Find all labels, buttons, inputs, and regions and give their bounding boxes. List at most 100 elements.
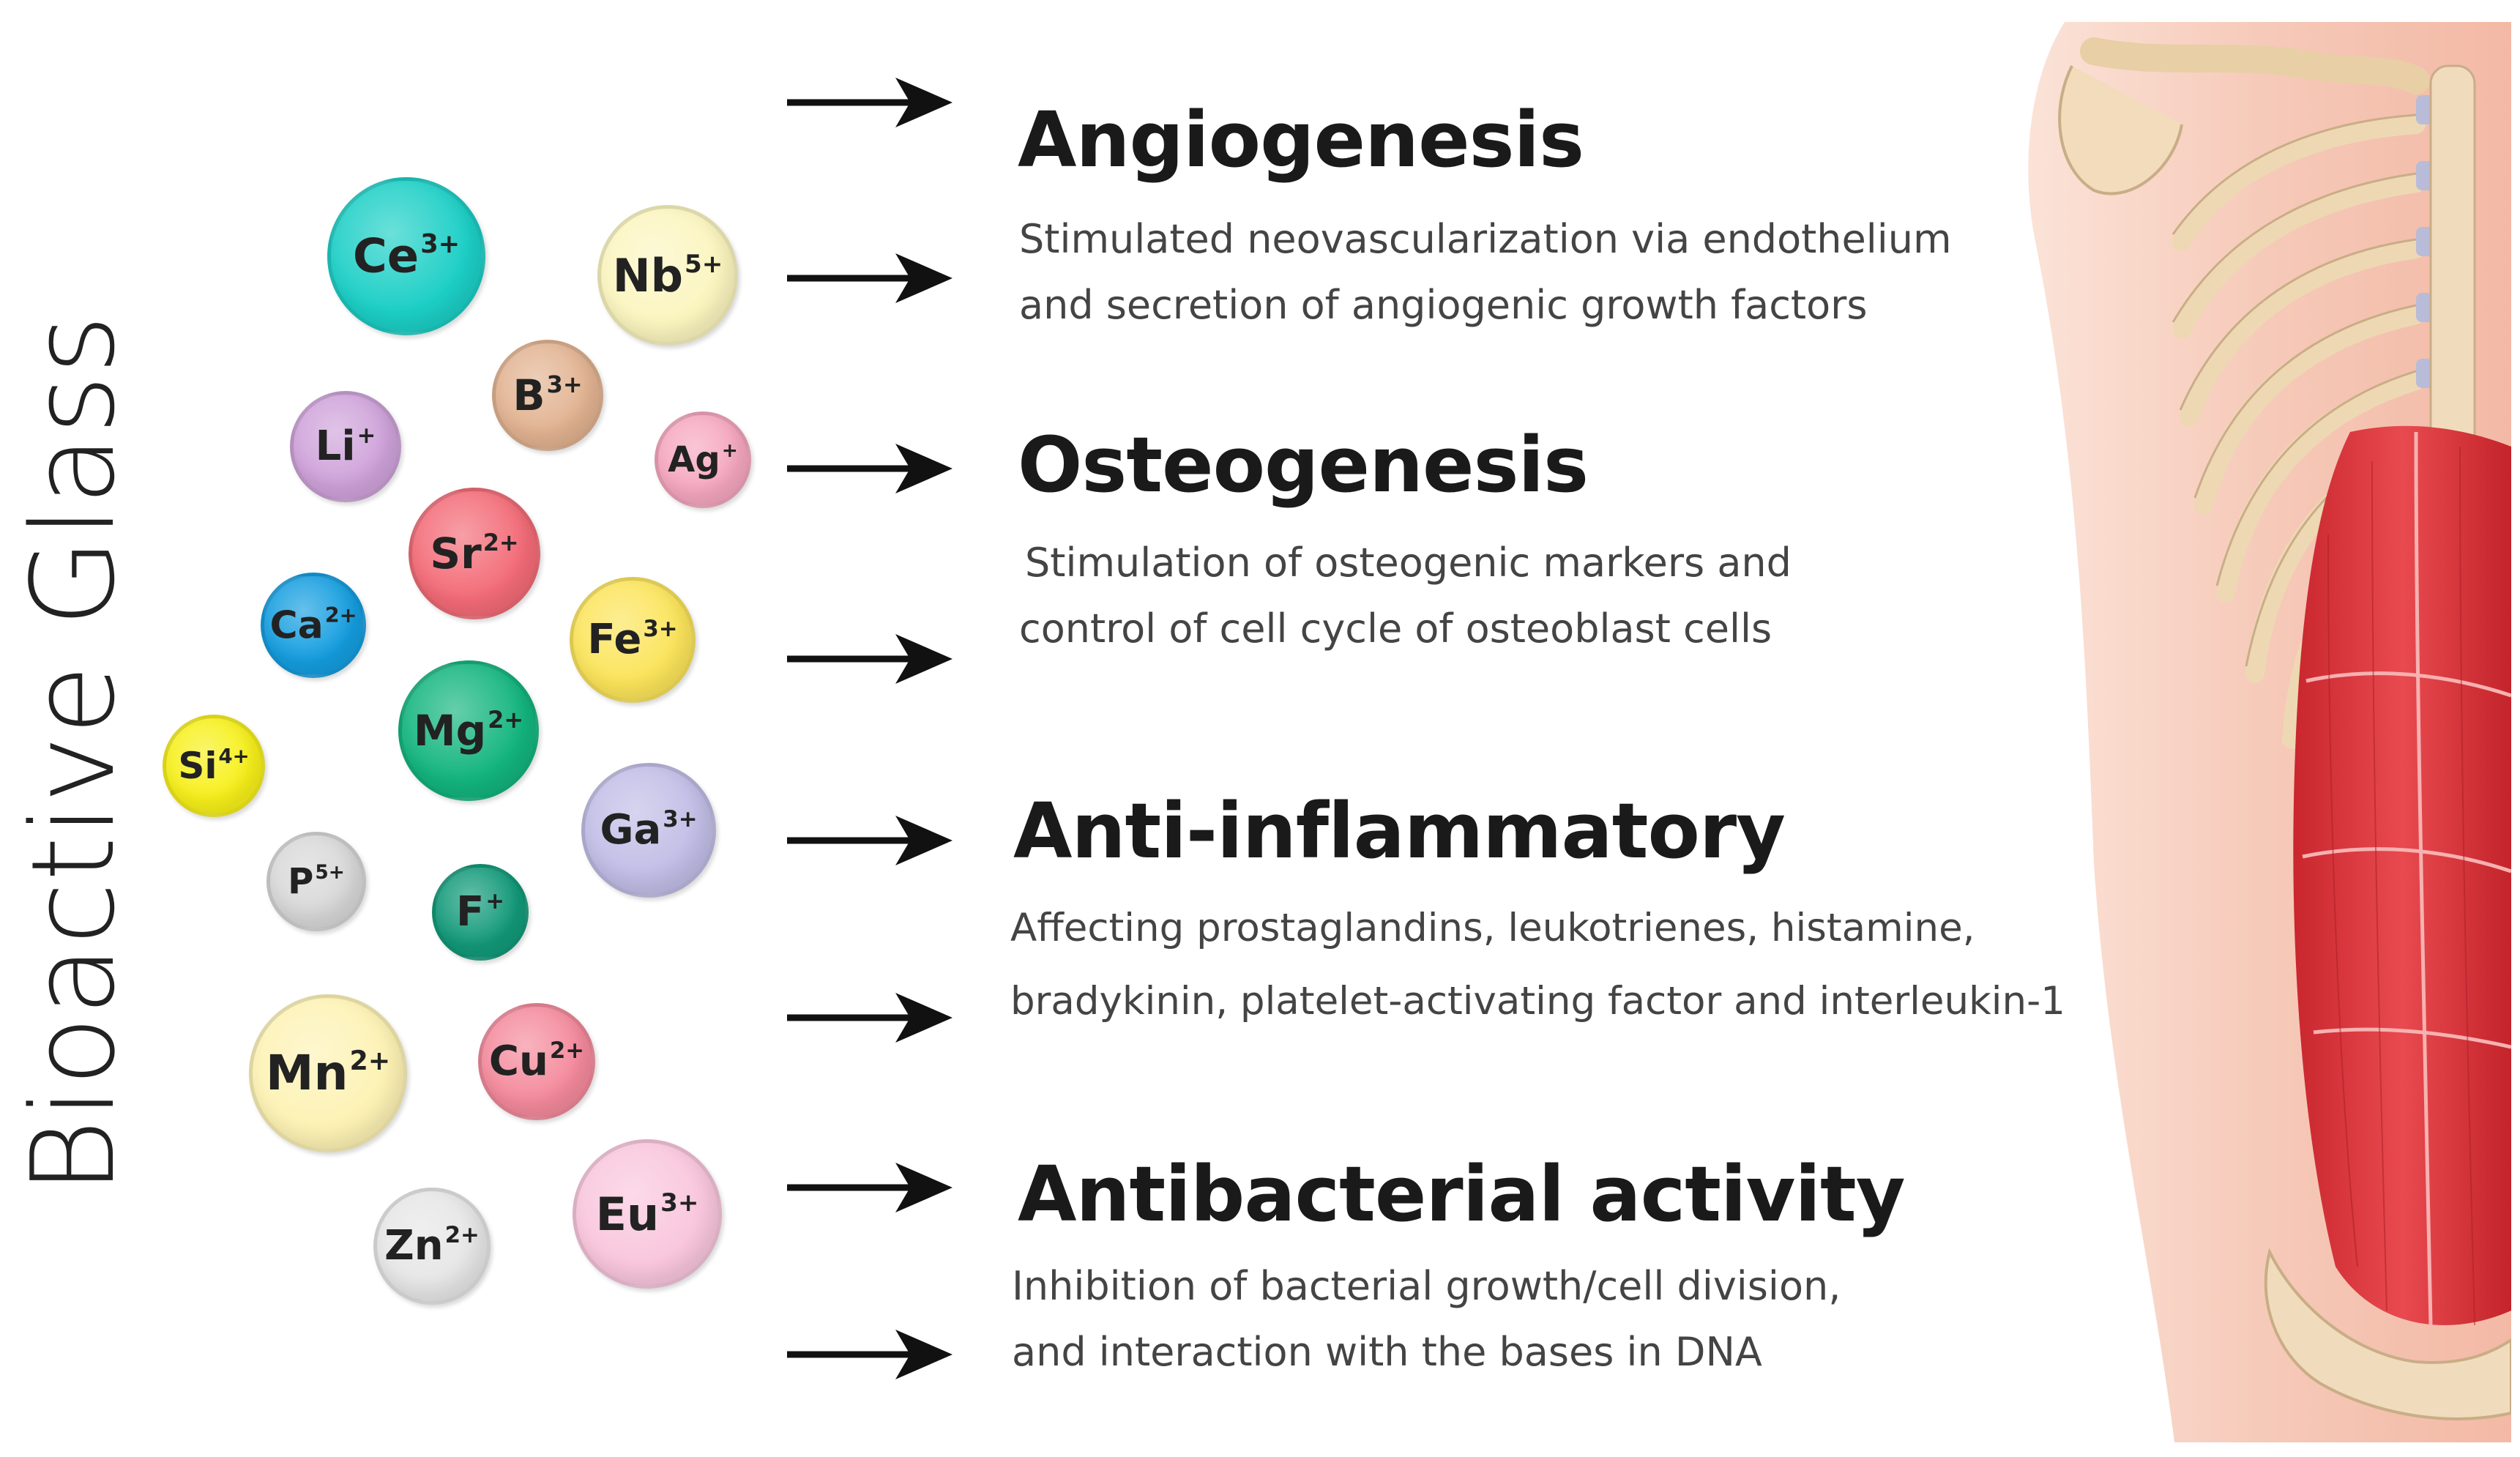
- ion-symbol: Zn: [384, 1222, 444, 1270]
- ion-charge: 3+: [660, 1188, 699, 1218]
- ion-symbol: Ag: [668, 439, 720, 480]
- ion-p: P5+: [266, 832, 366, 931]
- effect-description-line: Stimulated neovascularization via endoth…: [1019, 216, 1952, 262]
- ion-eu: Eu3+: [573, 1139, 722, 1289]
- torso-anatomy-illustration: [2028, 22, 2511, 1442]
- ion-label: Mg2+: [414, 706, 523, 756]
- ion-fe: Fe3+: [570, 577, 696, 703]
- ion-ag: Ag+: [655, 411, 751, 508]
- ion-label: B3+: [512, 370, 582, 420]
- ion-symbol: P: [288, 861, 314, 902]
- ion-charge: 2+: [324, 603, 357, 628]
- effect-description-line: and secretion of angiogenic growth facto…: [1019, 282, 1868, 328]
- ion-ca: Ca2+: [261, 573, 366, 678]
- ion-symbol: Cu: [488, 1037, 548, 1086]
- ion-symbol: Ca: [269, 603, 324, 648]
- ion-mg: Mg2+: [398, 660, 539, 801]
- ion-symbol: Eu: [595, 1187, 660, 1241]
- ion-label: Ga3+: [600, 806, 698, 854]
- ion-cu: Cu2+: [478, 1003, 595, 1120]
- ion-symbol: Ga: [600, 806, 662, 854]
- arrow-right-icon: [787, 634, 953, 684]
- effect-title-osteogenesis: Osteogenesis: [1018, 420, 1589, 510]
- pelvis-bone: [2264, 1248, 2511, 1420]
- ion-charge: 2+: [482, 529, 519, 557]
- clavicle-bone: [2080, 37, 2430, 94]
- ion-charge: 3+: [643, 616, 678, 643]
- ion-label: Nb5+: [613, 249, 723, 302]
- effect-description-osteogenesis: Stimulation of osteogenic markers and co…: [1019, 530, 1792, 662]
- muscle-fiber-lines: [2327, 446, 2475, 1326]
- ion-label: Ce3+: [353, 229, 460, 283]
- ion-charge: 4+: [218, 745, 250, 769]
- ion-label: Eu3+: [596, 1188, 699, 1241]
- ion-charge: 2+: [488, 706, 524, 734]
- arrow-right-icon: [787, 444, 953, 493]
- ion-zn: Zn2+: [373, 1188, 491, 1305]
- ion-charge: 3+: [663, 806, 698, 833]
- rib-outline: [2172, 113, 2417, 667]
- muscle-tendon-lines: [2302, 431, 2511, 1326]
- ion-label: Li+: [316, 422, 376, 470]
- ion-f: F+: [432, 864, 529, 961]
- ion-charge: +: [485, 888, 505, 915]
- effect-description-anti-inflammatory: Affecting prostaglandins, leukotrienes, …: [1010, 892, 2065, 1038]
- ion-label: Sr2+: [430, 529, 518, 578]
- ion-symbol: Sr: [430, 529, 482, 578]
- ion-symbol: F: [455, 888, 485, 936]
- ion-mn: Mn2+: [249, 994, 407, 1152]
- ion-label: Ag+: [668, 439, 738, 480]
- ion-label: Zn2+: [384, 1222, 480, 1270]
- ion-charge: 2+: [549, 1037, 585, 1065]
- effect-description-line: control of cell cycle of osteoblast cell…: [1019, 605, 1772, 652]
- ion-charge: 5+: [315, 861, 345, 884]
- ion-charge: 3+: [546, 370, 583, 399]
- arrow-right-icon: [787, 253, 953, 303]
- sternum-bone: [2429, 64, 2476, 477]
- ion-label: Fe3+: [587, 616, 677, 663]
- effect-title-antibacterial-activity: Antibacterial activity: [1018, 1149, 1906, 1239]
- ion-symbol: B: [512, 370, 545, 420]
- bioactive-glass-label: Bioactive Glass: [7, 313, 140, 1195]
- ion-label: Mn2+: [266, 1045, 390, 1101]
- ion-symbol: Fe: [587, 616, 642, 664]
- effect-description-line: and interaction with the bases in DNA: [1012, 1329, 1762, 1375]
- effect-description-line: Affecting prostaglandins, leukotrienes, …: [1010, 906, 1975, 950]
- ion-label: F+: [456, 888, 504, 936]
- ion-b: B3+: [492, 340, 603, 451]
- ion-label: Cu2+: [489, 1037, 584, 1085]
- ion-charge: 5+: [685, 249, 723, 279]
- effect-title-anti-inflammatory: Anti-inflammatory: [1013, 786, 1786, 876]
- ion-label: P5+: [288, 861, 345, 902]
- abdominal-muscle: [2293, 425, 2511, 1325]
- ion-ga: Ga3+: [581, 763, 716, 898]
- ion-sr: Sr2+: [409, 488, 540, 619]
- ion-symbol: Li: [315, 422, 356, 471]
- ion-charge: 3+: [420, 228, 461, 259]
- effect-description-antibacterial-activity: Inhibition of bacterial growth/cell divi…: [1012, 1253, 1841, 1385]
- ion-si: Si4+: [163, 715, 265, 817]
- ion-charge: 2+: [349, 1045, 391, 1077]
- ion-symbol: Mg: [413, 706, 487, 756]
- ion-nb: Nb5+: [597, 205, 738, 346]
- effect-description-line: bradykinin, platelet-activating factor a…: [1010, 979, 2065, 1024]
- ion-li: Li+: [290, 391, 401, 502]
- ion-charge: 2+: [444, 1222, 480, 1249]
- arrow-right-icon: [787, 816, 953, 865]
- ion-label: Ca2+: [269, 603, 357, 647]
- effect-description-line: Stimulation of osteogenic markers and: [1025, 540, 1792, 586]
- ion-symbol: Si: [178, 745, 217, 787]
- effect-title-angiogenesis: Angiogenesis: [1018, 95, 1584, 185]
- shoulder-bone: [2058, 65, 2183, 195]
- ion-ce: Ce3+: [327, 177, 485, 335]
- arrow-right-icon: [787, 1163, 953, 1212]
- ion-symbol: Mn: [265, 1045, 348, 1102]
- bioactive-glass-title: Bioactive Glass: [7, 314, 140, 1194]
- ion-symbol: Nb: [612, 248, 683, 302]
- ion-charge: +: [721, 439, 738, 463]
- arrow-right-icon: [787, 78, 953, 127]
- arrow-right-icon: [787, 1330, 953, 1379]
- effect-description-line: Inhibition of bacterial growth/cell divi…: [1012, 1263, 1841, 1309]
- ion-symbol: Ce: [352, 229, 420, 284]
- effect-description-angiogenesis: Stimulated neovascularization via endoth…: [1019, 206, 1952, 338]
